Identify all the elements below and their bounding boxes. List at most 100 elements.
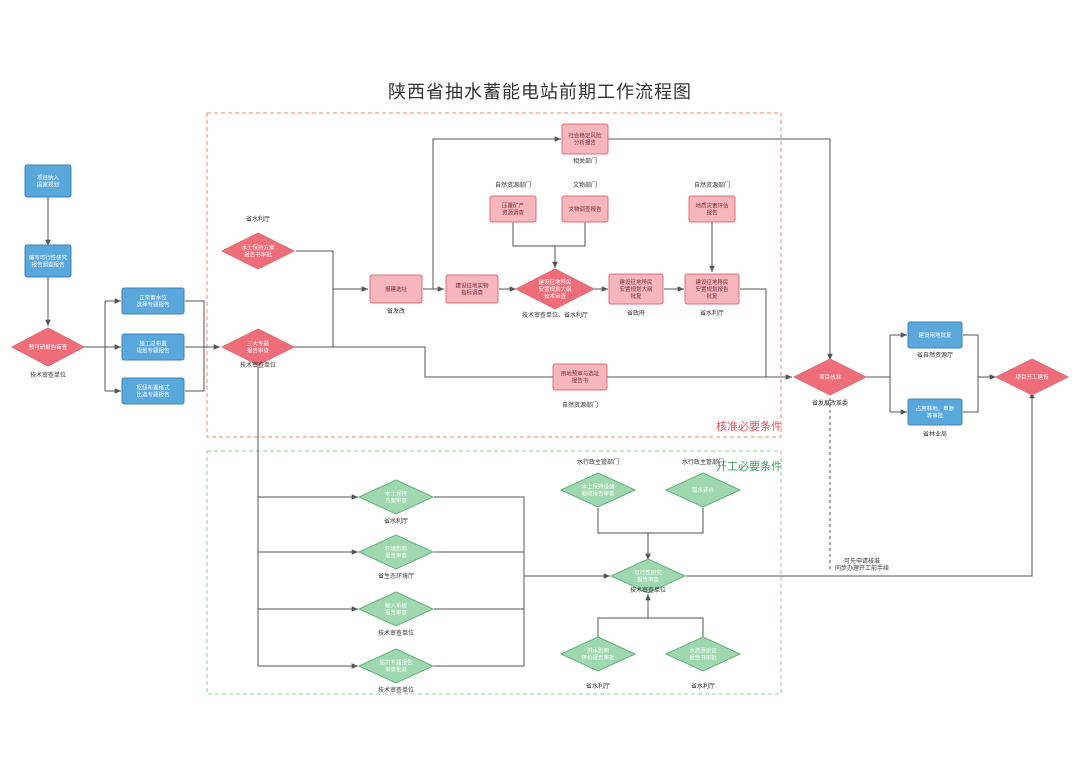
node-text: 等审批 (927, 412, 944, 420)
node-shape (121, 333, 185, 361)
node-shape (664, 636, 742, 672)
node-shape (561, 123, 609, 155)
node-text: 报告审查 (637, 576, 660, 584)
node-text: 报建选址 (385, 285, 408, 293)
node-shape (220, 232, 296, 270)
node-note: 省水利厅 (384, 517, 408, 525)
node-text: 技术审查 (544, 292, 567, 300)
node-text: 选择专题报告 (136, 301, 170, 309)
node-note: 省发展改革委 (812, 399, 848, 407)
node-text: 项目核准 (819, 373, 842, 381)
node-text: 安置规划大纲 (619, 285, 653, 293)
node-text: 比选专题报告 (136, 391, 170, 399)
node-n-relic: 文物调查报告 (561, 195, 609, 223)
node-text: 报告书审批 (244, 251, 272, 259)
node-text: 评价报告审批 (581, 654, 615, 662)
node-n-d-start: 项目开工建设 (994, 358, 1070, 396)
node-note: 技术审查单位 (240, 361, 276, 369)
node-text: 建设征地实物 (455, 282, 489, 290)
node-text: 审查批准 (385, 666, 408, 674)
node-note: 省水利厅 (586, 682, 610, 690)
node-n-site: 报建选址 (369, 274, 423, 304)
node-text: 环境影响 (385, 545, 408, 553)
node-text: 预可研报告审查 (29, 343, 68, 351)
node-text: 压覆矿产 (502, 202, 525, 210)
node-text: 三大专题 (247, 340, 270, 348)
node-dept-label: 水行政主管部门 (577, 458, 619, 466)
page-title: 陕西省抽水蓄能电站前期工作流程图 (388, 82, 692, 103)
node-text: 安置规划报告 (695, 285, 729, 293)
node-text: 防洪专题报告 (379, 659, 413, 667)
node-text: 正常蓄水位 (139, 294, 167, 302)
node-text: 方案审查 (385, 497, 408, 505)
edge-to-social (432, 136, 561, 289)
node-dept-label: 文物部门 (573, 181, 597, 189)
node-shape (121, 287, 185, 315)
node-shape (220, 328, 296, 366)
node-shape (994, 358, 1070, 396)
node-text: 指标调查 (461, 289, 484, 297)
node-shape (10, 327, 86, 367)
node-shape (489, 195, 537, 223)
node-shape (561, 195, 609, 223)
node-note: 省生态环境厅 (378, 572, 414, 580)
node-text: 建设征地移民 (538, 278, 572, 286)
parallel-annotation: 可先申请核准 (844, 557, 880, 565)
node-shape (664, 472, 742, 508)
node-text: 报告审查 (385, 609, 408, 617)
node-text: 规划专题报告 (136, 347, 170, 355)
node-note: 技术审查单位 (30, 371, 66, 379)
node-shape (559, 636, 637, 672)
node-shape (357, 479, 435, 515)
node-text: 水土保持 (385, 490, 408, 498)
node-dept-label: 自然资源部门 (495, 181, 531, 189)
node-shape (907, 398, 963, 426)
node-g-shui: 取水评价 (664, 472, 742, 508)
node-text: 分析报告 (574, 139, 597, 147)
node-shape (688, 195, 736, 223)
node-n-d-approve: 项目核准 (792, 358, 868, 396)
node-text: 建设用地批复 (918, 331, 952, 339)
node-text: 批复 (630, 292, 642, 300)
node-note: 技术审查单位 (630, 586, 666, 594)
parallel-annotation: 同步办理开工前手续 (835, 564, 889, 572)
node-shape (357, 648, 435, 684)
node-shape (445, 274, 499, 304)
node-shape (552, 363, 608, 391)
node-shape (357, 534, 435, 570)
node-dept-label: 水行政主管部门 (682, 458, 724, 466)
node-shape (514, 268, 596, 310)
node-text: 报告调查报告 (31, 261, 65, 269)
node-text: 报告书 (572, 377, 589, 385)
node-note: 相关部门 (573, 157, 597, 165)
node-note: 省发改 (387, 307, 405, 315)
node-shape (357, 591, 435, 627)
node-text: 建设征地移民 (695, 278, 729, 286)
node-text: 取水评价 (692, 486, 715, 494)
node-text: 资源调查 (502, 209, 525, 217)
node-shape (121, 377, 185, 405)
node-note: 技术审查单位、省水利厅 (522, 311, 588, 319)
node-text: 国家规划 (37, 181, 59, 189)
node-dept-label: 自然资源部门 (694, 181, 730, 189)
node-shape (369, 274, 423, 304)
node-text: 地质灾害评估 (695, 202, 729, 210)
